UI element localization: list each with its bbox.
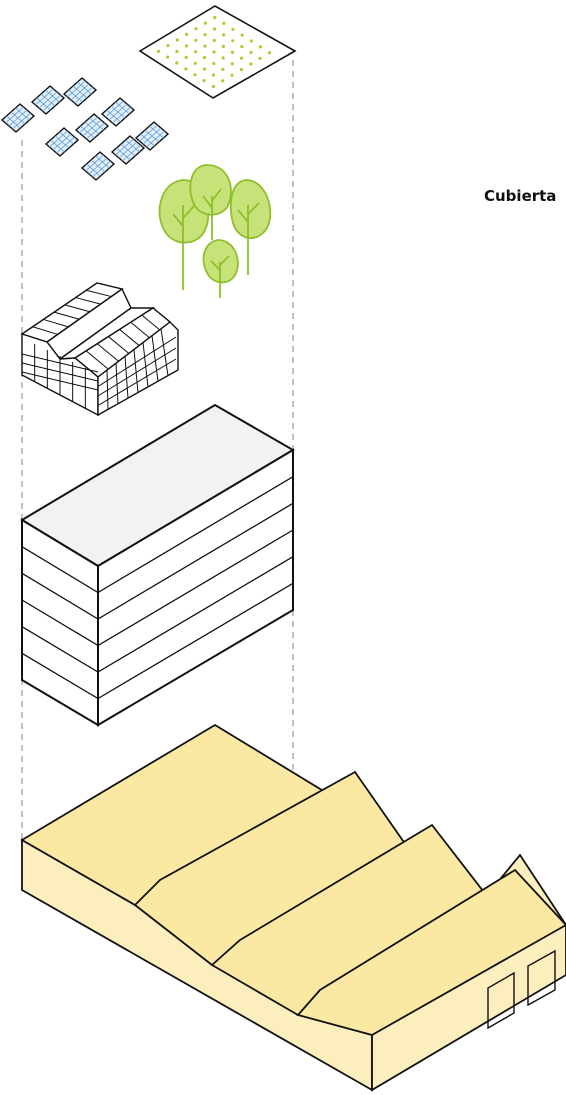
solar-panel — [64, 78, 96, 106]
tray-dot — [249, 62, 252, 65]
tray-dot — [249, 51, 252, 54]
tray-dot — [185, 44, 188, 47]
multi-storey-block — [22, 405, 293, 725]
tray-dot — [204, 33, 207, 36]
tray-dot — [194, 62, 197, 65]
tray-dot — [193, 73, 196, 76]
tray-dot — [222, 56, 225, 59]
solar-panel — [76, 114, 108, 142]
tray-dot — [212, 50, 215, 53]
solar-panel — [82, 152, 114, 180]
tray-dot — [194, 27, 197, 30]
tray-dot — [240, 57, 243, 60]
tray-dot — [241, 34, 244, 37]
tray-dot — [212, 73, 215, 76]
tray-dot — [203, 79, 206, 82]
tray-dot — [184, 67, 187, 70]
tray-dot — [221, 79, 224, 82]
tray-dot — [203, 68, 206, 71]
tray-dot — [259, 45, 262, 48]
tray-dot — [259, 57, 262, 60]
tray-dot — [222, 45, 225, 48]
tray-dot — [203, 56, 206, 59]
tray-dot — [212, 62, 215, 65]
solar-panel — [2, 104, 34, 132]
tray-dot — [157, 50, 160, 53]
solar-panel — [32, 86, 64, 114]
tray-dot — [166, 56, 169, 59]
tray-dot — [222, 33, 225, 36]
tray-dot — [185, 33, 188, 36]
tray-dot — [194, 39, 197, 42]
tray-dot — [221, 68, 224, 71]
tray-surface — [140, 6, 295, 98]
tray-dot — [240, 68, 243, 71]
sawtooth-warehouse — [22, 725, 566, 1090]
tray-dot — [250, 39, 253, 42]
tray-dot — [240, 45, 243, 48]
tray-dot — [213, 39, 216, 42]
tray-dot — [213, 16, 216, 19]
tray-dot — [231, 51, 234, 54]
tray-dot — [175, 50, 178, 53]
tray-dot — [231, 62, 234, 65]
tree-group — [160, 165, 271, 298]
tray-dot — [231, 28, 234, 31]
tray-dot — [204, 22, 207, 25]
tray-dot — [203, 45, 206, 48]
tray-dot — [230, 74, 233, 77]
tray-dot — [166, 44, 169, 47]
tray-dot — [212, 85, 215, 88]
tray-dot — [185, 56, 188, 59]
tray-dot — [213, 27, 216, 30]
solar-panel-array — [2, 78, 168, 180]
diagram-label: Cubierta — [484, 187, 556, 205]
solar-panel — [46, 128, 78, 156]
tree-icon — [203, 240, 237, 298]
green-roof-tray — [140, 6, 295, 98]
tray-dot — [176, 38, 179, 41]
tray-dot — [268, 51, 271, 54]
tray-dot — [194, 50, 197, 53]
tray-dot — [222, 22, 225, 25]
tray-dot — [231, 39, 234, 42]
greenhouse — [22, 283, 178, 415]
solar-panel — [102, 98, 134, 126]
tray-dot — [175, 61, 178, 64]
